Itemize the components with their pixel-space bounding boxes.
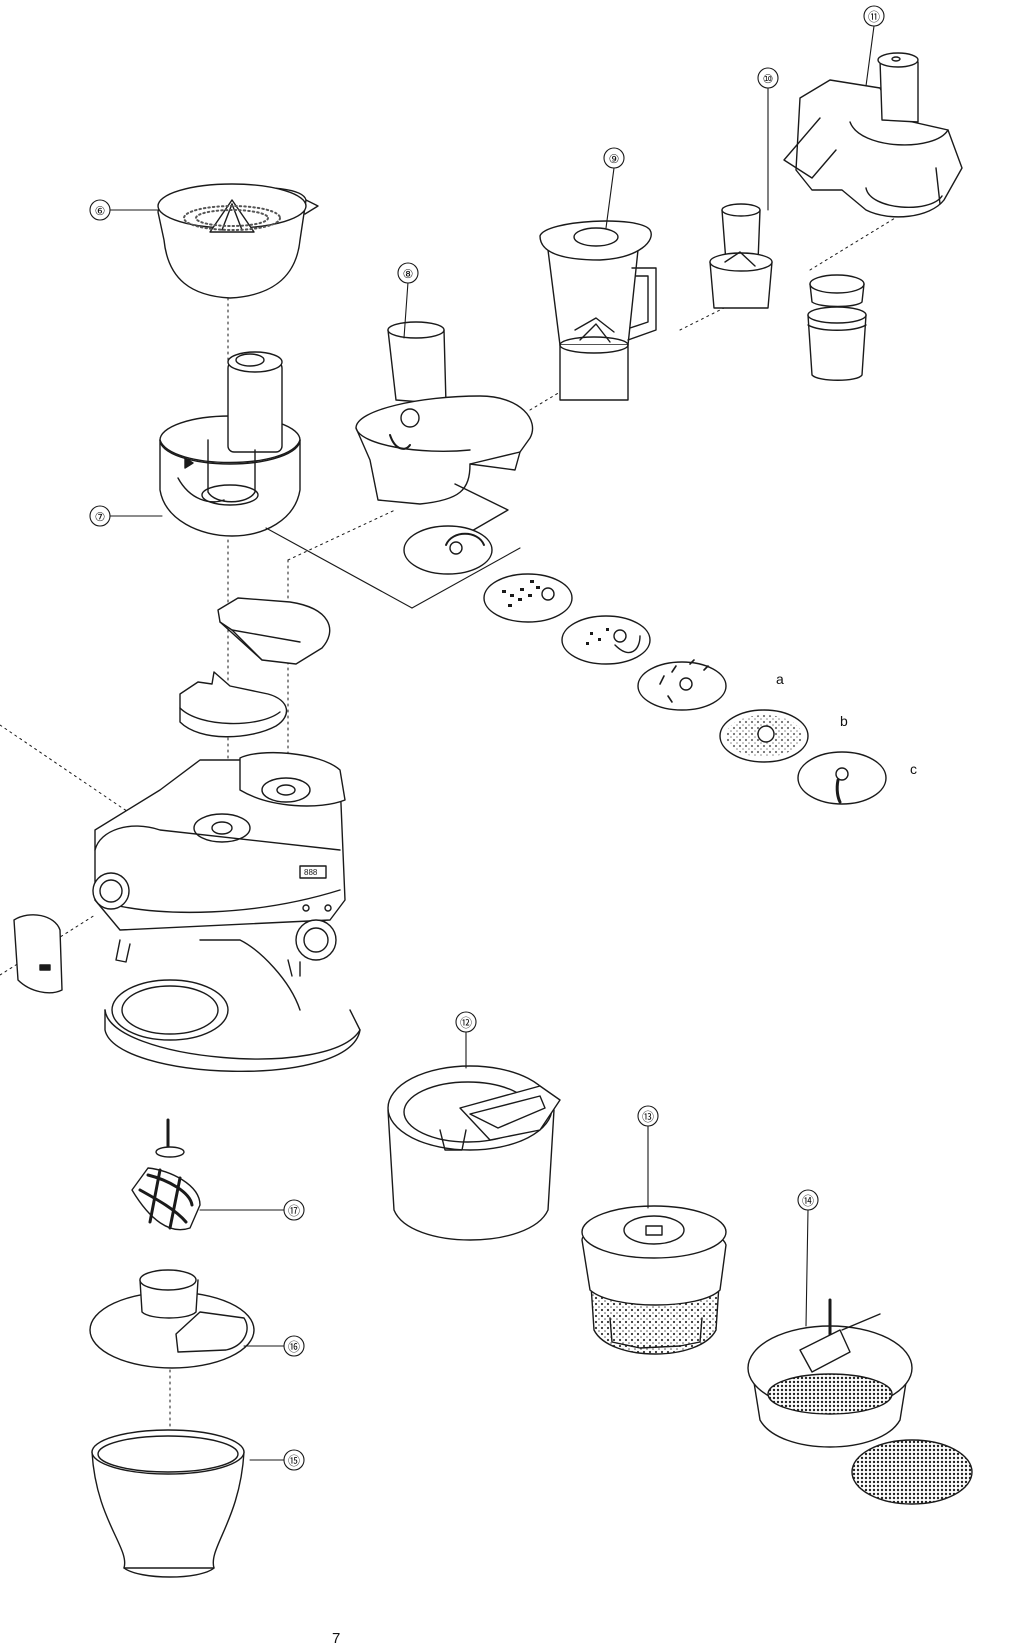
callout-6: ⑥ xyxy=(90,200,110,220)
callout-16-label: ⑯ xyxy=(288,1340,300,1354)
mill-jar xyxy=(808,275,866,380)
callout-14: ⑭ xyxy=(798,1190,818,1210)
callout-8-label: ⑧ xyxy=(403,267,414,281)
flex-beater xyxy=(132,1120,200,1230)
page-number: 7 xyxy=(332,1630,340,1647)
food-processor xyxy=(160,352,300,536)
continuous-slicer xyxy=(356,322,533,532)
callout-14-label: ⑭ xyxy=(802,1194,814,1208)
stand-mixer: 888 xyxy=(93,753,360,1072)
slicer-disc-2 xyxy=(484,574,572,622)
callout-8: ⑧ xyxy=(398,263,418,283)
disc-letter-a: a xyxy=(776,671,784,687)
callout-6-label: ⑥ xyxy=(95,204,106,218)
mixing-bowl xyxy=(92,1430,244,1577)
callout-17-label: ⑰ xyxy=(288,1204,300,1218)
disc-letter-c: c xyxy=(910,761,917,777)
svg-text:888: 888 xyxy=(304,868,318,877)
callout-11-label: ⑪ xyxy=(868,10,880,24)
sieve xyxy=(748,1300,912,1447)
callout-12: ⑫ xyxy=(456,1012,476,1032)
slicer-disc-a xyxy=(638,660,726,710)
callout-13: ⑬ xyxy=(638,1106,658,1126)
callout-15-label: ⑮ xyxy=(288,1454,300,1468)
outlet-cover-1 xyxy=(218,598,330,664)
callout-15: ⑮ xyxy=(284,1450,304,1470)
callout-9-label: ⑨ xyxy=(609,152,620,166)
citrus-juicer xyxy=(158,184,318,298)
blender xyxy=(540,221,656,400)
callout-7: ⑦ xyxy=(90,506,110,526)
slicer-disc-c xyxy=(798,752,886,804)
ice-cream-maker xyxy=(388,1066,560,1240)
callout-16: ⑯ xyxy=(284,1336,304,1356)
callout-17: ⑰ xyxy=(284,1200,304,1220)
spiralizer xyxy=(784,53,962,217)
outlet-cover-2 xyxy=(180,672,286,737)
callout-11: ⑪ xyxy=(864,6,884,26)
multi-mill xyxy=(710,204,772,308)
callout-13-label: ⑬ xyxy=(642,1110,654,1124)
side-outlet-cover xyxy=(14,915,62,993)
disc-letter-b: b xyxy=(840,713,848,729)
callout-10: ⑩ xyxy=(758,68,778,88)
callout-10-label: ⑩ xyxy=(763,72,774,86)
steamer-basket xyxy=(582,1206,726,1354)
slicer-disc-1 xyxy=(404,526,492,574)
callout-9: ⑨ xyxy=(604,148,624,168)
grater-disc-b xyxy=(720,710,808,762)
callout-12-label: ⑫ xyxy=(460,1016,472,1030)
fine-mesh-screen xyxy=(852,1440,972,1504)
splash-guard xyxy=(90,1270,254,1368)
callout-7-label: ⑦ xyxy=(95,510,106,524)
slicer-disc-3 xyxy=(562,616,650,664)
